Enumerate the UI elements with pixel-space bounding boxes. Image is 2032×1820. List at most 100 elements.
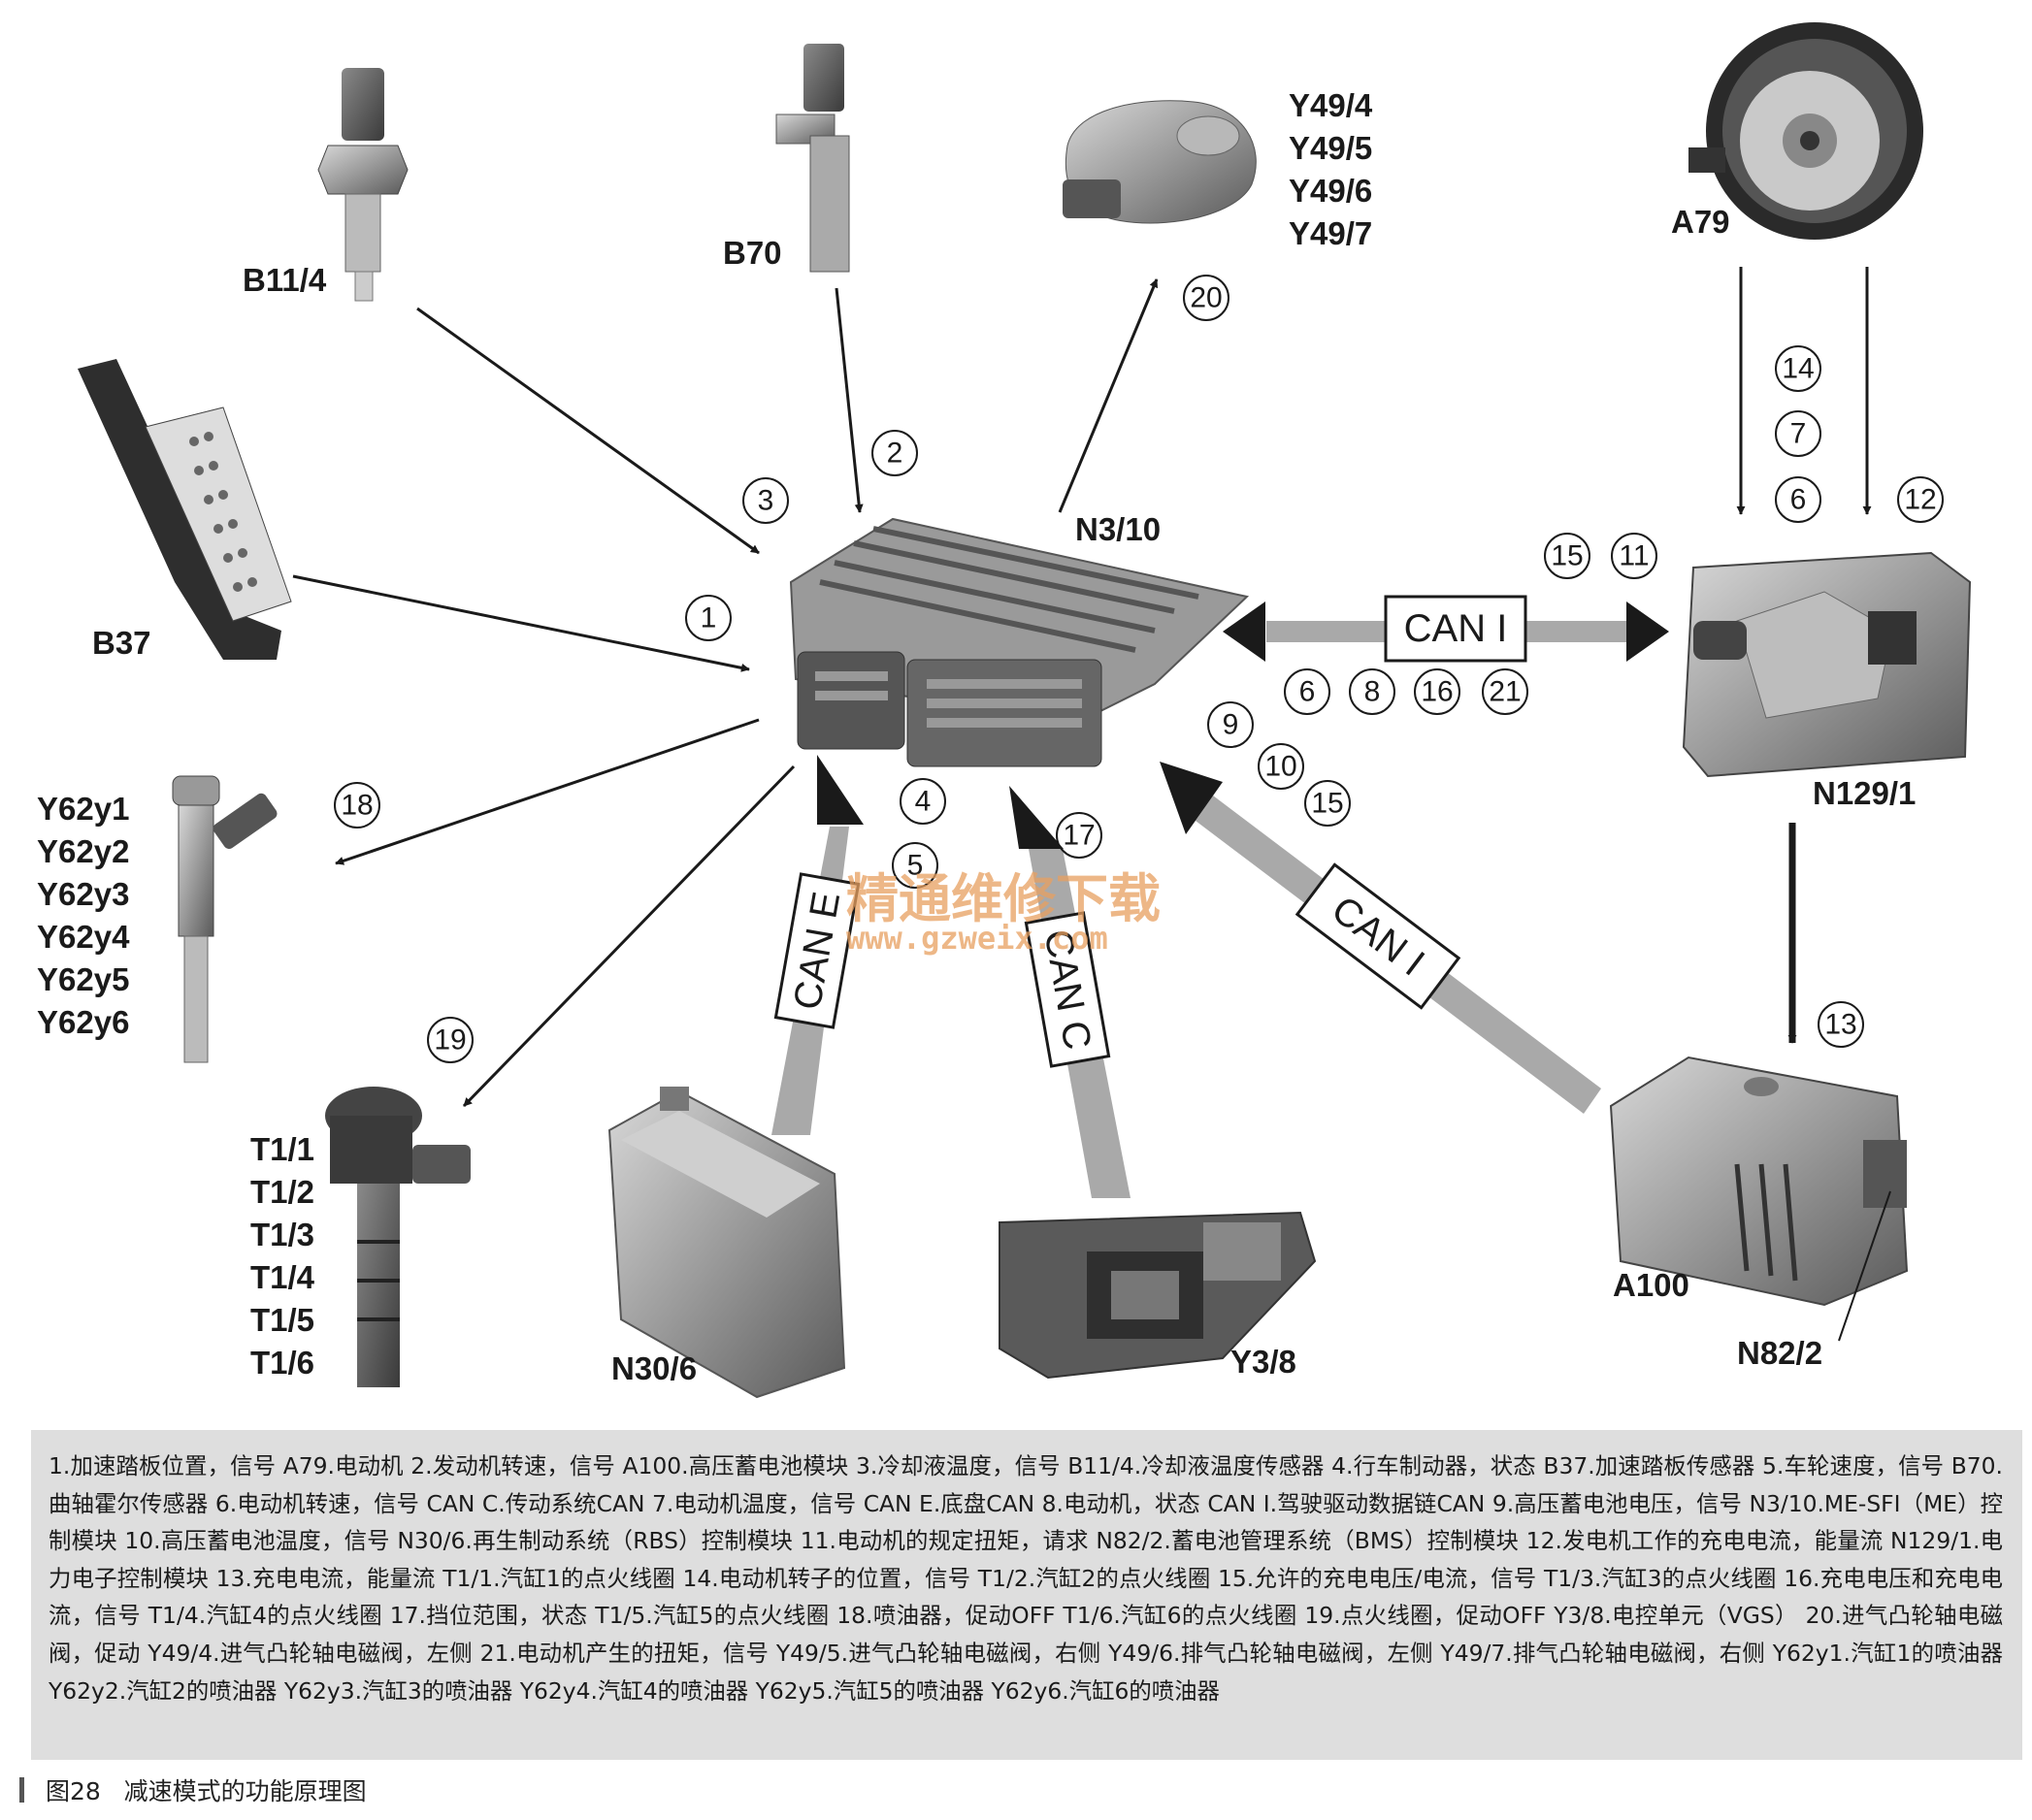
svg-text:11: 11	[1619, 540, 1649, 572]
n129-1-power-electronics-image	[1682, 551, 1972, 778]
svg-text:6: 6	[1790, 484, 1807, 516]
a100-label: A100	[1613, 1267, 1689, 1303]
y62y1-label: Y62y1	[37, 791, 129, 827]
marker-9: 9	[1207, 701, 1254, 748]
svg-text:6: 6	[1299, 676, 1316, 708]
svg-text:15: 15	[1551, 540, 1583, 572]
b70-crankshaft-sensor-image	[775, 44, 850, 273]
marker-15a: 15	[1544, 533, 1590, 579]
can-c-link: CAN C	[1009, 786, 1131, 1198]
y49-4-label: Y49/4	[1289, 87, 1373, 123]
svg-text:8: 8	[1364, 676, 1381, 708]
function-diagram: CAN I CAN E CAN C CAN I B11/4 B70 Y49/4 …	[37, 22, 1972, 1399]
svg-text:4: 4	[915, 786, 932, 818]
svg-text:15: 15	[1311, 788, 1343, 820]
n30-6-label: N30/6	[611, 1350, 697, 1386]
b37-label: B37	[92, 625, 151, 661]
marker-2: 2	[871, 430, 918, 476]
y3-8-transmission-control-unit-image	[999, 1211, 1317, 1380]
a100-hv-battery-module-image	[1609, 1056, 1909, 1307]
svg-text:13: 13	[1824, 1009, 1856, 1041]
svg-text:9: 9	[1223, 709, 1239, 741]
y62y2-label: Y62y2	[37, 833, 129, 869]
a79-electric-motor-image	[1688, 22, 1923, 240]
t1-1-label: T1/1	[250, 1131, 314, 1167]
marker-15b: 15	[1304, 780, 1351, 827]
t1-ignition-coil-image	[325, 1087, 471, 1387]
marker-19: 19	[427, 1017, 474, 1063]
y49-5-label: Y49/5	[1289, 130, 1372, 166]
marker-6b: 6	[1775, 476, 1821, 523]
watermark-cn: 精通维修下载	[846, 867, 1161, 929]
svg-text:2: 2	[887, 438, 903, 470]
t1-3-label: T1/3	[250, 1217, 314, 1252]
svg-text:17: 17	[1063, 820, 1095, 852]
marker-17: 17	[1056, 812, 1102, 859]
component-labels: B11/4 B70 Y49/4 Y49/5 Y49/6 Y49/7 A79 B3…	[37, 87, 1916, 1386]
n3-10-engine-control-module-image	[789, 517, 1250, 767]
svg-text:20: 20	[1190, 282, 1222, 314]
marker-12: 12	[1897, 476, 1944, 523]
marker-10: 10	[1258, 743, 1304, 790]
marker-3: 3	[742, 477, 789, 524]
figure-caption: 图28 减速模式的功能原理图	[19, 1771, 367, 1809]
n82-2-label: N82/2	[1737, 1335, 1822, 1371]
marker-11: 11	[1611, 533, 1657, 579]
marker-18: 18	[334, 782, 380, 829]
svg-text:7: 7	[1790, 418, 1807, 450]
t1-4-label: T1/4	[250, 1259, 315, 1295]
t1-6-label: T1/6	[250, 1345, 314, 1381]
marker-4: 4	[900, 778, 946, 825]
svg-text:18: 18	[341, 790, 373, 822]
y49-6-label: Y49/6	[1289, 173, 1372, 209]
can-i-diagonal-link: CAN I	[1160, 762, 1601, 1114]
y3-8-label: Y3/8	[1230, 1344, 1296, 1380]
can-i-label: CAN I	[1404, 607, 1508, 650]
b37-accelerator-pedal-image	[78, 359, 292, 660]
t1-2-label: T1/2	[250, 1174, 314, 1210]
can-e-link: CAN E	[771, 755, 864, 1135]
svg-text:10: 10	[1264, 751, 1296, 783]
y62-fuel-injector-image	[172, 775, 278, 1063]
marker-16: 16	[1414, 668, 1460, 715]
b11-4-coolant-sensor-image	[317, 68, 409, 302]
marker-5: 5	[892, 842, 938, 889]
signal-number-markers: 1 2 3 4 5 6 8 16 21 9 10 15 15 11 14 7 6…	[334, 275, 1944, 1063]
n30-6-rbs-control-module-image	[607, 1087, 846, 1399]
a79-label: A79	[1671, 204, 1730, 240]
y49-camshaft-solenoid-image	[1063, 100, 1257, 224]
y62y5-label: Y62y5	[37, 961, 129, 997]
n3-10-label: N3/10	[1075, 511, 1161, 547]
signal-arrows	[292, 267, 1872, 1108]
marker-21: 21	[1482, 668, 1528, 715]
svg-text:12: 12	[1904, 484, 1936, 516]
marker-8: 8	[1349, 668, 1395, 715]
marker-7: 7	[1775, 410, 1821, 457]
can-i-horizontal-link: CAN I	[1223, 595, 1669, 663]
svg-text:14: 14	[1782, 353, 1814, 385]
svg-text:5: 5	[907, 850, 924, 882]
marker-13: 13	[1818, 1001, 1864, 1048]
b70-label: B70	[723, 235, 782, 271]
marker-14: 14	[1775, 345, 1821, 392]
caption-bar	[19, 1777, 24, 1803]
svg-text:3: 3	[758, 485, 774, 517]
y62y6-label: Y62y6	[37, 1004, 129, 1040]
marker-6a: 6	[1284, 668, 1330, 715]
y49-7-label: Y49/7	[1289, 215, 1372, 251]
marker-1: 1	[685, 595, 732, 641]
svg-text:16: 16	[1421, 676, 1453, 708]
y62y3-label: Y62y3	[37, 876, 129, 912]
b11-4-label: B11/4	[243, 262, 327, 298]
legend-text: 1.加速踏板位置，信号 A79.电动机 2.发动机转速，信号 A100.高压蓄电…	[49, 1452, 2003, 1705]
y62y4-label: Y62y4	[37, 919, 130, 955]
watermark: 精通维修下载 www.gzweix.com	[846, 867, 1161, 957]
watermark-url: www.gzweix.com	[846, 920, 1108, 957]
n129-1-label: N129/1	[1813, 775, 1916, 811]
legend-box: 1.加速踏板位置，信号 A79.电动机 2.发动机转速，信号 A100.高压蓄电…	[31, 1430, 2022, 1760]
svg-text:21: 21	[1489, 676, 1521, 708]
caption-text: 图28 减速模式的功能原理图	[46, 1777, 367, 1805]
svg-text:19: 19	[434, 1024, 466, 1056]
svg-text:1: 1	[701, 602, 717, 634]
marker-20: 20	[1183, 275, 1229, 321]
